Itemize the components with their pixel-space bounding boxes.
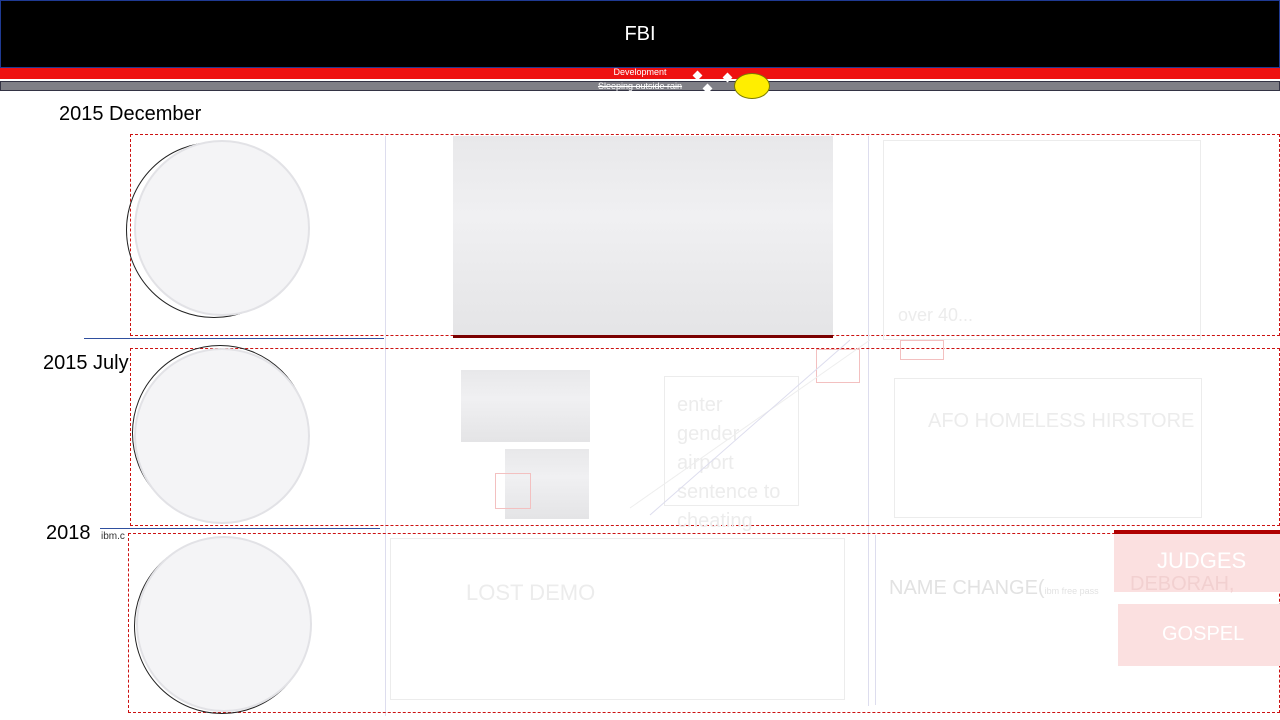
- security-checkpoint-photo: [453, 136, 833, 338]
- divider-line: [385, 136, 386, 716]
- year-label-2015-december: 2015 December: [59, 103, 202, 125]
- gospel-label: GOSPEL: [1162, 623, 1245, 645]
- name-card: [894, 378, 1202, 518]
- timeline-line: [100, 528, 380, 529]
- timeline-line: [84, 338, 384, 339]
- space-force-seal-icon: [136, 536, 312, 712]
- development-label: Development: [613, 67, 667, 77]
- info-card: [883, 140, 1201, 340]
- card-label: over 40...: [898, 305, 974, 325]
- development-bar: Development: [0, 67, 1280, 79]
- judges-box: [1114, 530, 1280, 592]
- card-line: cheating: [677, 510, 753, 532]
- space-force-seal-icon: [134, 348, 310, 524]
- divider-line: [875, 535, 876, 705]
- photo-underline: [453, 335, 833, 338]
- small-frame: [816, 349, 860, 383]
- deborah-label: DEBORAH,: [1130, 573, 1235, 595]
- bus-photo: [505, 449, 589, 519]
- sun-icon: [734, 73, 770, 99]
- small-frame: [900, 340, 944, 360]
- page-title: FBI: [624, 23, 656, 45]
- lost-card: [390, 538, 845, 700]
- text-card: enter gender airport sentence to cheatin…: [664, 376, 799, 532]
- sleeping-bar: Sleeping outside rain: [0, 81, 1280, 91]
- card-line: airport: [677, 452, 734, 474]
- space-force-seal-icon: [134, 140, 310, 316]
- name-label: AFO HOMELESS HIRSTORE: [928, 410, 1195, 432]
- sleeping-label: Sleeping outside rain: [597, 81, 683, 91]
- judges-label: JUDGES: [1157, 548, 1247, 573]
- connector-lines: [629, 339, 871, 516]
- card-line: enter gender: [677, 394, 740, 445]
- officer-bridge-photo: [461, 370, 590, 442]
- year-label-2015-july: 2015 July: [43, 352, 129, 374]
- name-change-label: NAME CHANGE(ibm free pass: [889, 577, 1099, 600]
- name-change-text: NAME CHANGE(: [889, 577, 1045, 599]
- name-change-small: ibm free pass: [1044, 586, 1099, 596]
- small-frame: [495, 473, 531, 509]
- divider-line: [868, 136, 869, 706]
- lost-label: LOST DEMO: [466, 580, 596, 605]
- gospel-box: [1118, 604, 1280, 666]
- source-label: ibm.c: [101, 531, 125, 542]
- year-label-2018: 2018: [46, 522, 91, 544]
- title-bar: FBI: [0, 0, 1280, 68]
- card-line: sentence to: [677, 481, 781, 503]
